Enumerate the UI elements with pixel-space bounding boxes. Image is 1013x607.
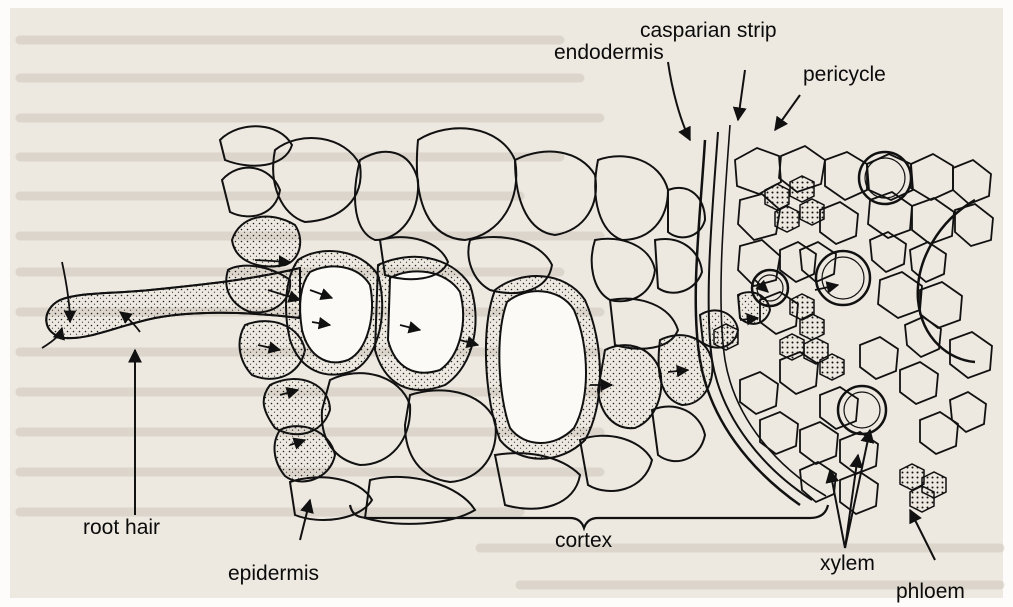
label-epidermis: epidermis bbox=[228, 563, 319, 584]
cortex-cell bbox=[652, 406, 705, 461]
epidermis-cell bbox=[275, 426, 335, 481]
label-xylem: xylem bbox=[820, 553, 875, 574]
label-pericycle: pericycle bbox=[803, 64, 886, 85]
epidermis-cell bbox=[290, 477, 372, 520]
cortex-cell bbox=[388, 271, 463, 372]
cortex-cell bbox=[365, 477, 475, 524]
cortex-cell bbox=[273, 138, 360, 222]
cortex-cell bbox=[322, 373, 410, 465]
label-root-hair: root hair bbox=[83, 517, 160, 538]
label-endodermis: endodermis bbox=[554, 42, 664, 63]
cortex-cell bbox=[300, 266, 372, 362]
epidermis-cell bbox=[232, 217, 300, 267]
label-cortex: cortex bbox=[555, 530, 612, 551]
cortex-cell bbox=[355, 152, 418, 240]
label-casparian-strip: casparian strip bbox=[640, 20, 777, 41]
cortex-cell bbox=[405, 390, 496, 482]
label-phloem: phloem bbox=[896, 581, 965, 602]
cortex-cell bbox=[417, 128, 516, 240]
cortex-cell bbox=[515, 152, 596, 235]
xylem-vessel bbox=[838, 386, 886, 434]
cortex-cell bbox=[499, 291, 586, 443]
cortex-cell bbox=[595, 156, 668, 240]
cortex-bracket bbox=[350, 505, 828, 528]
epidermis-cell bbox=[222, 168, 280, 217]
cortex-cell bbox=[580, 436, 652, 491]
cortex-cell bbox=[592, 239, 655, 302]
cortex-cell bbox=[495, 453, 580, 509]
